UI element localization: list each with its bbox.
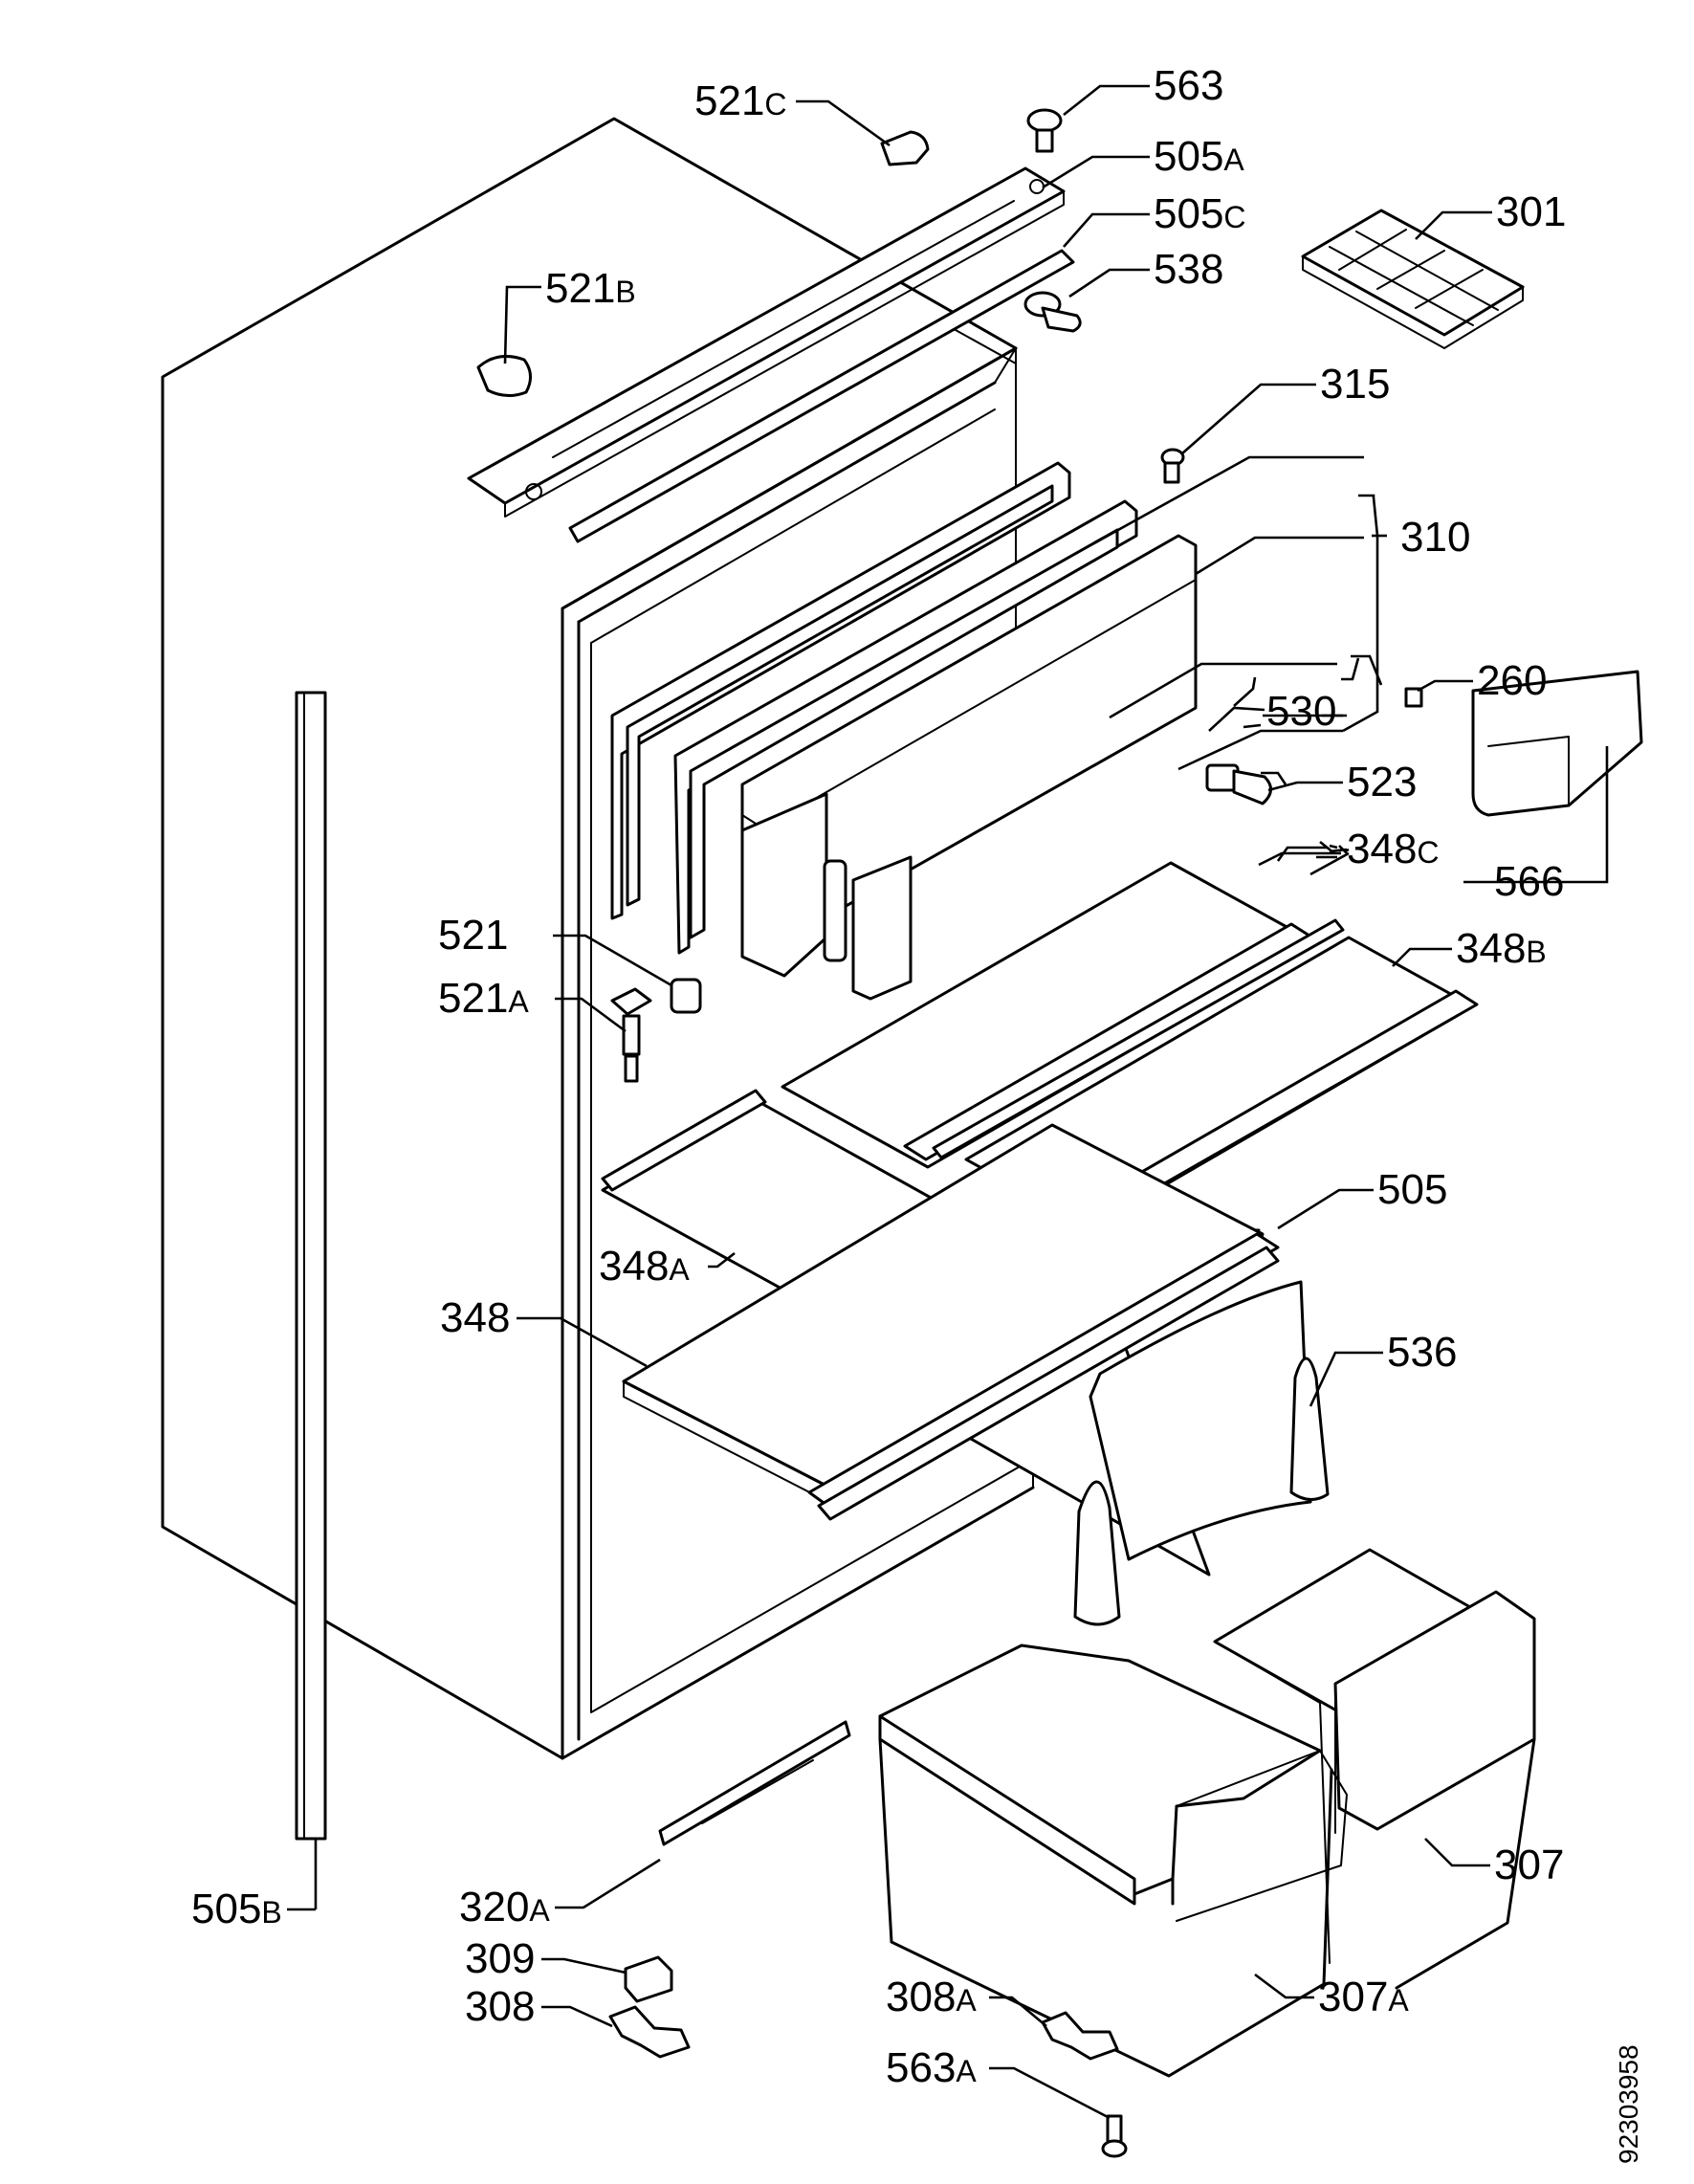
label-320a: 320A <box>459 1884 550 1930</box>
door-strip-505b <box>295 691 327 1841</box>
label-260: 260 <box>1477 657 1547 704</box>
label-521: 521 <box>438 912 508 959</box>
bracket-308a <box>1041 2011 1119 2061</box>
label-308: 308 <box>465 1983 535 2030</box>
label-505c: 505C <box>1154 190 1246 237</box>
label-307: 307 <box>1494 1842 1564 1888</box>
fastener-521a <box>610 987 652 1083</box>
ice-tray-301 <box>1301 209 1525 349</box>
document-number: 92303958 <box>1614 2044 1643 2164</box>
label-505a: 505A <box>1154 133 1244 180</box>
label-310: 310 <box>1400 514 1470 561</box>
label-505b: 505B <box>191 1886 282 1932</box>
label-563a: 563A <box>886 2044 977 2091</box>
leader-lines <box>287 84 1609 2120</box>
rail-320a <box>658 1720 851 1846</box>
label-307a: 307A <box>1318 1974 1409 2020</box>
label-505: 505 <box>1377 1166 1447 1213</box>
label-308a: 308A <box>886 1974 977 2020</box>
top-trim-strip <box>568 249 1075 543</box>
label-536: 536 <box>1387 1329 1457 1376</box>
label-523: 523 <box>1347 759 1417 805</box>
label-301: 301 <box>1496 188 1566 235</box>
bottom-gasket-505 <box>807 1232 1280 1521</box>
bracket-538 <box>1023 291 1082 333</box>
scraper-566 <box>1471 670 1643 817</box>
clip-260 <box>1404 687 1423 708</box>
label-348c: 348C <box>1347 826 1440 872</box>
label-566: 566 <box>1494 858 1564 905</box>
label-521c: 521C <box>694 77 787 124</box>
door-hinge-530 <box>740 792 913 1001</box>
screw-563a <box>1101 2114 1128 2158</box>
label-315: 315 <box>1320 361 1390 408</box>
cabinet-body <box>161 117 1035 1760</box>
bracket-308 <box>608 2005 691 2059</box>
label-348a: 348A <box>599 1243 690 1290</box>
label-563: 563 <box>1154 62 1223 109</box>
freezer-door-frame <box>610 461 1071 920</box>
part-labels: 563 521C 505A 505C 301 538 521B 315 310 … <box>191 62 1566 2091</box>
drawer-307 <box>1213 1548 1536 1990</box>
label-309: 309 <box>465 1935 535 1982</box>
small-cap-521c <box>880 130 930 166</box>
label-530: 530 <box>1266 688 1336 735</box>
lamp-holder-523 <box>1205 763 1272 805</box>
label-521a: 521A <box>438 975 529 1022</box>
label-521b: 521B <box>545 265 636 312</box>
clip-309 <box>624 1955 673 2003</box>
cap-521 <box>670 978 702 1014</box>
label-348b: 348B <box>1456 925 1547 972</box>
cap-521b <box>476 354 532 397</box>
divider-536 <box>1073 1280 1330 1626</box>
screw-563 <box>1026 108 1063 153</box>
pin-315 <box>1160 448 1185 484</box>
label-538: 538 <box>1154 246 1223 293</box>
drawer-307a <box>878 1644 1348 2078</box>
top-hinge-bar <box>467 166 1066 518</box>
label-348: 348 <box>440 1294 510 1341</box>
